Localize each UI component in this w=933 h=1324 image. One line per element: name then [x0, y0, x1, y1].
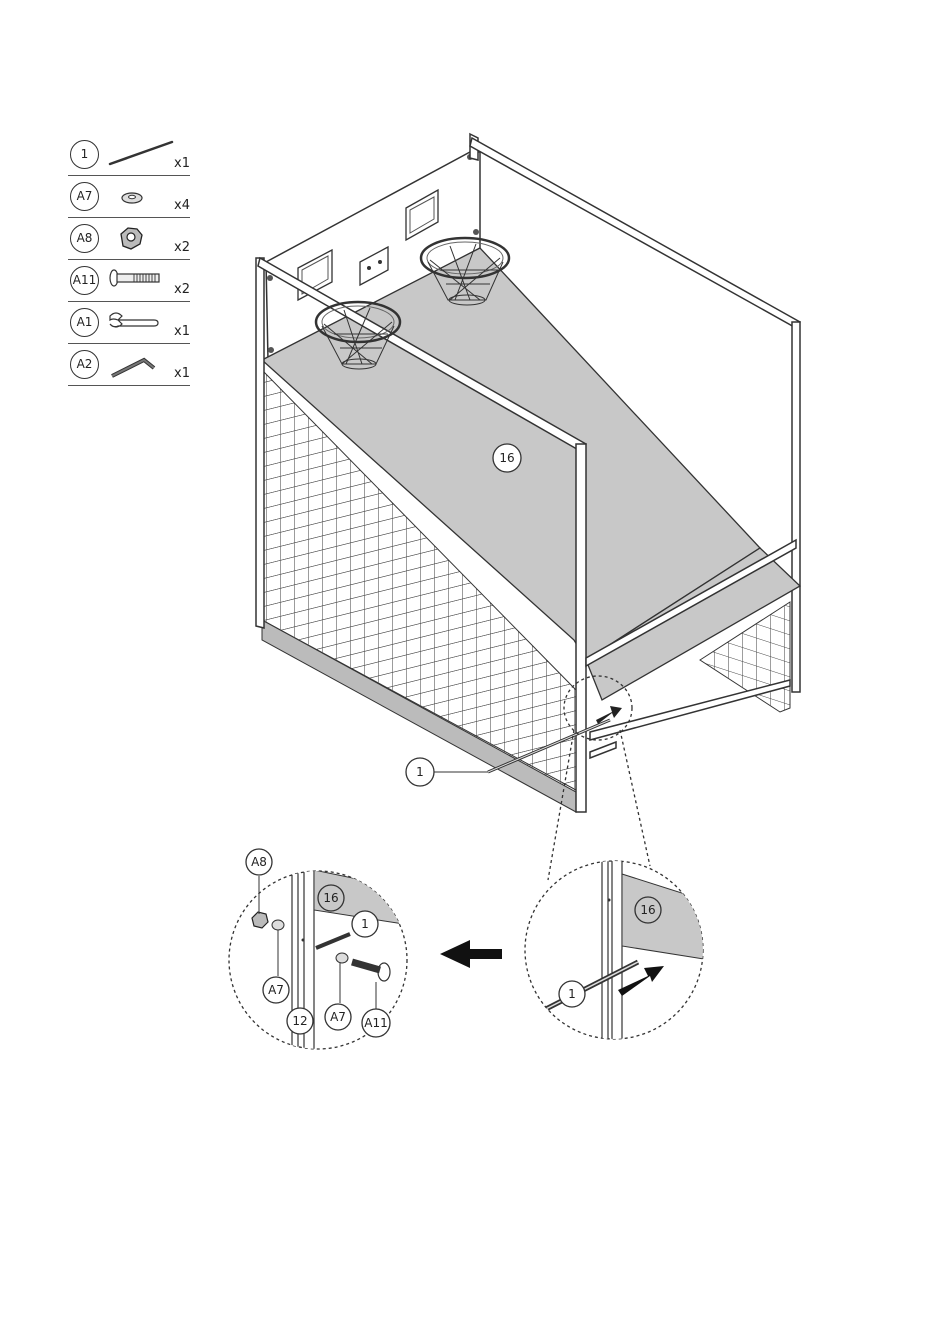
- detail-insertion: 16 1: [525, 850, 710, 1060]
- svg-text:12: 12: [292, 1014, 307, 1028]
- svg-text:16: 16: [499, 451, 514, 465]
- svg-text:16: 16: [323, 891, 338, 905]
- callout-rod-1: 1: [406, 758, 488, 786]
- detail-fastening: A8 16 1 A7 12 A7 A11: [229, 849, 410, 1060]
- svg-text:1: 1: [568, 987, 576, 1001]
- svg-text:A8: A8: [251, 855, 267, 869]
- callout-panel-16: 16: [493, 444, 521, 472]
- arrow-left-icon: [440, 940, 502, 968]
- svg-text:1: 1: [361, 917, 369, 931]
- svg-text:A7: A7: [330, 1010, 346, 1024]
- svg-text:A7: A7: [268, 983, 284, 997]
- washer-icon: [272, 920, 284, 930]
- washer-icon: [336, 953, 348, 963]
- svg-text:16: 16: [640, 903, 655, 917]
- svg-text:A11: A11: [364, 1016, 387, 1030]
- svg-text:1: 1: [416, 765, 424, 779]
